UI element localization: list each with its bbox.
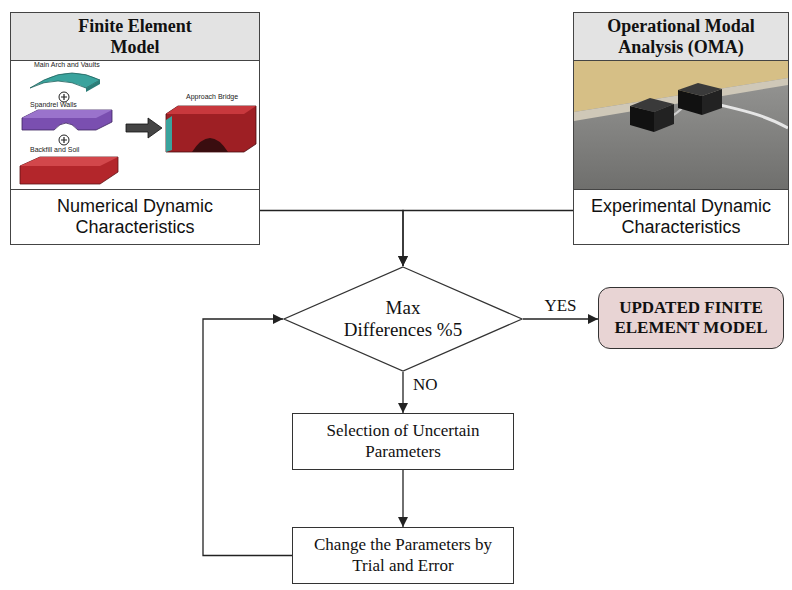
panel-header: Operational Modal Analysis (OMA) <box>574 13 788 61</box>
process-text: Change the Parameters by Trial and Error <box>305 535 501 576</box>
process-box: Selection of Uncertain Parameters <box>292 413 514 470</box>
connector <box>402 372 403 413</box>
plus-sign <box>59 135 69 145</box>
accelerometer <box>678 90 702 115</box>
diamond-shape <box>284 267 522 371</box>
part-label: Approach Bridge <box>186 93 238 100</box>
panel-caption: Numerical Dynamic Characteristics <box>14 196 256 237</box>
approach-bridge <box>166 106 256 152</box>
panel-caption: Experimental Dynamic Characteristics <box>577 196 785 237</box>
spandrel-part <box>22 110 112 130</box>
edge-label: NO <box>411 376 440 395</box>
assembly-arrow <box>126 118 162 138</box>
part-label: Spandrel Walls <box>30 101 77 108</box>
accelerometer <box>702 89 722 115</box>
plus-sign <box>59 92 69 102</box>
accelerometer <box>630 106 654 132</box>
backfill-part <box>20 157 118 166</box>
plus-sign <box>61 137 67 143</box>
bridge-arch <box>166 116 172 152</box>
panel-title: Operational Modal Analysis (OMA) <box>591 16 771 57</box>
backfill-part <box>20 157 118 184</box>
decision-text: Max Differences %5 <box>342 297 465 341</box>
accelerometer <box>654 104 674 132</box>
process-box: Change the Parameters by Trial and Error <box>292 527 514 584</box>
fe-model-figure <box>20 73 256 184</box>
part-label: Main Arch and Vaults <box>34 61 100 68</box>
panel-header: Finite Element Model <box>11 13 259 61</box>
edge-label: YES <box>542 297 578 316</box>
spandrel-part <box>22 110 112 118</box>
bridge-arch <box>192 138 228 152</box>
panel-footer: Numerical Dynamic Characteristics <box>11 189 259 244</box>
connector <box>260 211 403 267</box>
process-text: Selection of Uncertain Parameters <box>305 421 501 462</box>
connector <box>203 319 292 556</box>
concrete-ground <box>574 61 788 189</box>
part-label: Backfill and Soil <box>30 146 79 153</box>
connector <box>402 470 403 527</box>
approach-bridge <box>166 106 256 114</box>
result-box: UPDATED FINITE ELEMENT MODEL <box>598 287 784 349</box>
figure-area <box>11 61 259 189</box>
connector <box>523 318 598 319</box>
result-text: UPDATED FINITE ELEMENT MODEL <box>609 298 773 337</box>
panel-footer: Experimental Dynamic Characteristics <box>574 189 788 244</box>
arch-part <box>30 73 100 88</box>
source-panel: Finite Element ModelNumerical Dynamic Ch… <box>10 12 260 245</box>
panel-title: Finite Element Model <box>65 16 205 57</box>
arch-part <box>86 80 100 92</box>
decision-diamond: Max Differences %5 <box>283 266 523 372</box>
plus-sign <box>61 94 67 100</box>
oma-photo <box>574 61 788 189</box>
source-panel: Operational Modal Analysis (OMA) Experime… <box>573 12 789 245</box>
connector <box>403 211 573 267</box>
figure-area <box>574 61 788 189</box>
